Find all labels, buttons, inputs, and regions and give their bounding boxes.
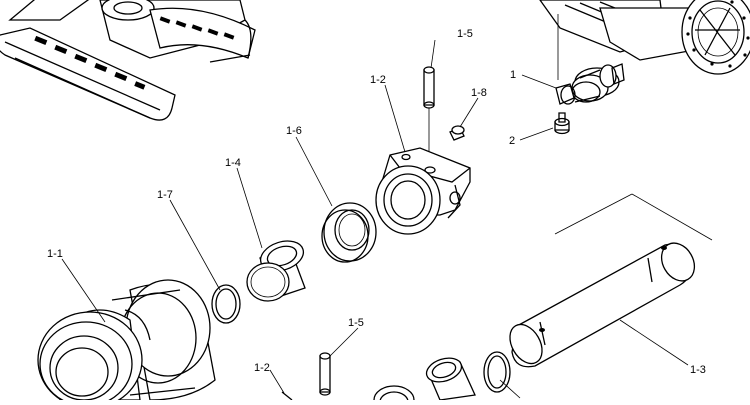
collar-upper-illustration xyxy=(375,147,471,235)
callout-1-7: 1-7 xyxy=(157,189,173,201)
callout-1-6: 1-6 xyxy=(286,125,302,137)
callout-1-5-upper: 1-5 xyxy=(457,28,473,40)
pin-lower-illustration xyxy=(319,352,331,396)
callout-1: 1 xyxy=(510,69,516,81)
callout-labels: 1 2 1-1 1-2 1-2 1-3 1-4 1-5 1-5 1-6 1-7 … xyxy=(47,28,706,376)
callout-2: 2 xyxy=(509,135,515,147)
carbody-illustration xyxy=(539,0,750,75)
callout-1-1: 1-1 xyxy=(47,248,63,260)
roller-assembly-illustration xyxy=(555,63,625,105)
callout-1-4: 1-4 xyxy=(225,157,241,169)
lower-parts-illustration xyxy=(281,351,511,405)
callout-1-5-lower: 1-5 xyxy=(348,317,364,329)
leader-lines xyxy=(61,39,689,399)
bolt-illustration xyxy=(554,112,570,135)
track-frame-illustration xyxy=(0,0,256,121)
callout-1-2-lower: 1-2 xyxy=(254,362,270,374)
callout-1-8: 1-8 xyxy=(471,87,487,99)
pin-upper-illustration xyxy=(423,66,435,160)
bushing-upper-illustration xyxy=(246,240,306,302)
shaft-illustration xyxy=(509,193,713,368)
plug-illustration xyxy=(449,125,465,141)
callout-1-3: 1-3 xyxy=(690,364,706,376)
callout-1-2-upper: 1-2 xyxy=(370,74,386,86)
seal-illustration xyxy=(321,202,377,263)
o-ring-upper-illustration xyxy=(211,284,241,324)
roller-illustration xyxy=(37,279,216,405)
